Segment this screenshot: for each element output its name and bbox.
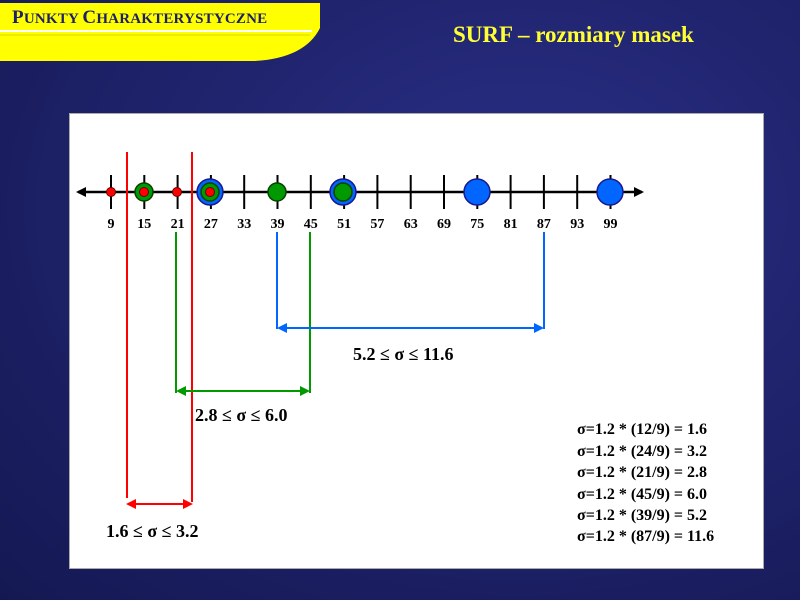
- tick-label: 21: [171, 217, 185, 232]
- scale-diagram: 9 15 21 27 33 39 45 51 57 63 69 75 81 87 93 99 5.2 ≤ σ …: [76, 152, 714, 545]
- tick-label: 57: [370, 217, 384, 232]
- tick-label: 99: [604, 217, 618, 232]
- red-range-label: 1.6 ≤ σ ≤ 3.2: [106, 521, 199, 541]
- diagram-panel: 9 15 21 27 33 39 45 51 57 63 69 75 81 87 93 99 5.2 ≤ σ …: [69, 113, 764, 569]
- tick-label: 9: [108, 217, 115, 232]
- formula-line: σ=1.2 * (39/9) = 5.2: [577, 507, 707, 524]
- formula-line: σ=1.2 * (45/9) = 6.0: [577, 486, 707, 503]
- red-circle-15: [139, 187, 149, 197]
- tick-label: 87: [537, 217, 551, 232]
- tick-label: 39: [271, 217, 285, 232]
- formula-list: σ=1.2 * (12/9) = 1.6 σ=1.2 * (24/9) = 3.…: [577, 421, 714, 545]
- formula-line: σ=1.2 * (87/9) = 11.6: [577, 528, 714, 545]
- tick-label: 81: [504, 217, 518, 232]
- header-banner: [0, 3, 320, 61]
- tick-label: 51: [337, 217, 351, 232]
- slide-title: SURF – rozmiary masek: [453, 22, 694, 47]
- tick-label: 75: [470, 217, 484, 232]
- red-circle-9: [106, 187, 116, 197]
- green-circle-51: [333, 182, 353, 202]
- blue-circle-99: [596, 178, 624, 206]
- tick-label: 63: [404, 217, 418, 232]
- blue-circle-75: [463, 178, 491, 206]
- green-circle-39: [267, 182, 287, 202]
- tick-label: 33: [237, 217, 251, 232]
- tick-label: 45: [304, 217, 318, 232]
- formula-line: σ=1.2 * (24/9) = 3.2: [577, 443, 707, 460]
- tick-label: 93: [570, 217, 584, 232]
- scale-ticks: 9 15 21 27 33 39 45 51 57 63 69 75 81 87 93 99: [108, 175, 618, 232]
- section-title: PUNKTY CHARAKTERYSTYCZNE: [12, 7, 268, 28]
- tick-label: 69: [437, 217, 451, 232]
- tick-label: 15: [137, 217, 151, 232]
- blue-range-label: 5.2 ≤ σ ≤ 11.6: [353, 344, 454, 364]
- formula-line: σ=1.2 * (12/9) = 1.6: [577, 421, 707, 438]
- green-range-label: 2.8 ≤ σ ≤ 6.0: [195, 405, 288, 425]
- red-circle-21: [172, 187, 182, 197]
- tick-label: 27: [204, 217, 218, 232]
- red-circle-27: [205, 187, 215, 197]
- formula-line: σ=1.2 * (21/9) = 2.8: [577, 464, 707, 481]
